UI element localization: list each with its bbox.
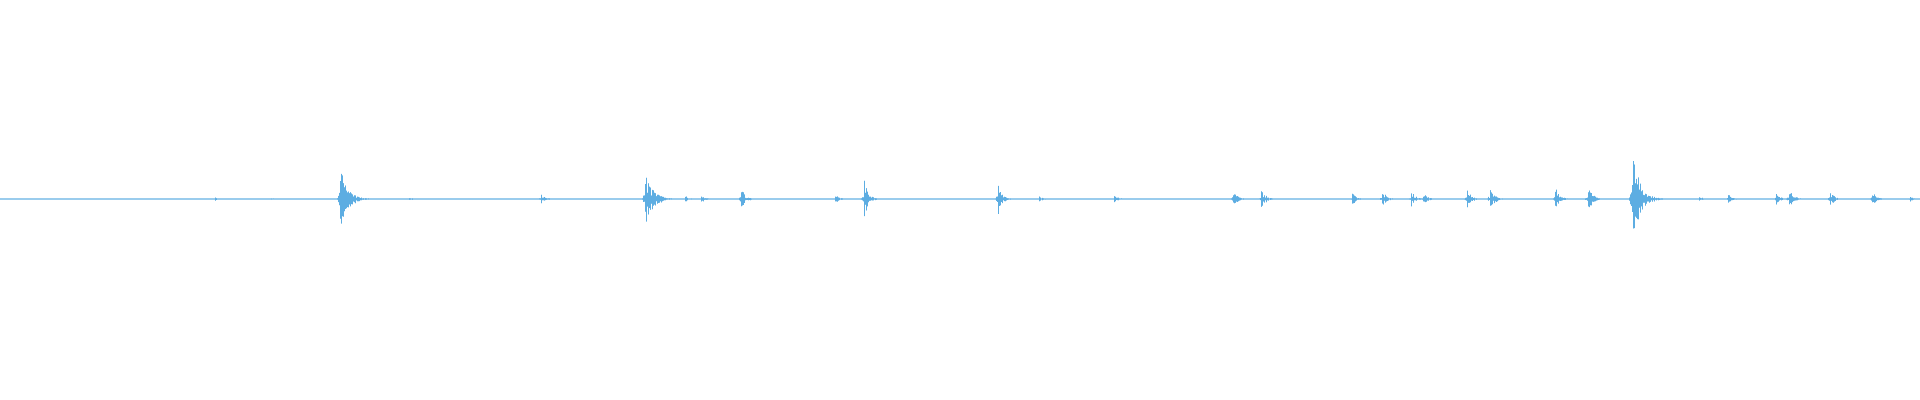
waveform-peaks — [3, 161, 1916, 229]
